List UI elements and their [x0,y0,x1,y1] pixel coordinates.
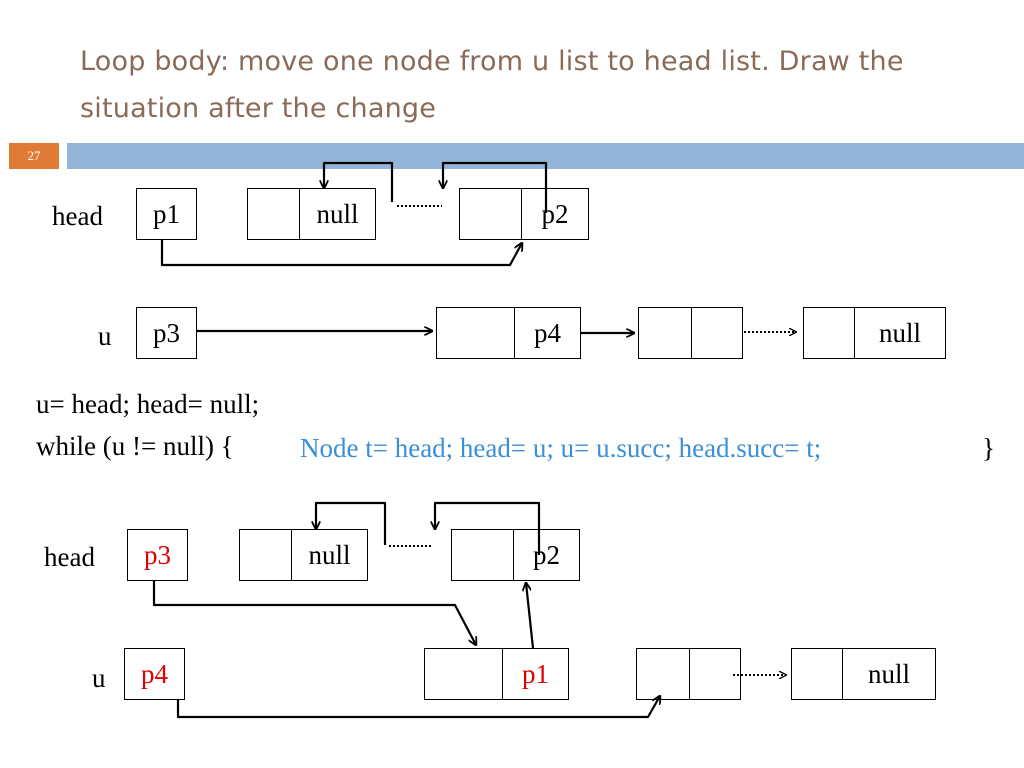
top-node-e-right: null [854,308,945,358]
bottom-arrow-into-mid-node [435,501,541,555]
bottom-head-label: head [44,542,95,572]
code-loop-body: Node t= head; head= u; u= u.succ; head.s… [300,433,822,463]
bottom-node-d [636,648,741,700]
top-node-a-right: null [299,189,375,239]
top-node-c: p4 [436,307,581,359]
bottom-head-var-value: p3 [144,539,171,570]
top-u-var-value: p3 [153,317,180,348]
top-node-d [638,307,743,359]
top-arrow-into-null-node [324,161,394,202]
bottom-node-b-right: p2 [513,530,579,580]
top-node-b: p2 [459,188,589,240]
bottom-node-e: null [791,648,936,700]
code-while-prefix: while (u != null) { [36,431,234,461]
bottom-node-a: null [239,529,368,581]
top-head-var-value: p1 [153,198,180,229]
code-close-brace: } [982,433,995,463]
top-head-label: head [52,201,103,231]
bottom-arrow-into-null-node [316,501,387,545]
bottom-head-var-box: p3 [127,529,188,581]
top-arrow-head-to-p2-node [160,240,522,267]
bottom-node-c: p1 [424,648,569,700]
top-node-d-right [691,308,742,358]
top-head-var-box: p1 [136,188,197,240]
code-line-2: while (u != null) { [36,430,234,462]
bottom-arrow-u-to-next [176,696,660,719]
bottom-arrow-p1-to-p2-node [526,583,535,649]
bottom-u-var-box: p4 [124,648,185,700]
bottom-node-a-right: null [291,530,367,580]
bottom-arrow-head-to-p1-node [152,581,476,645]
bottom-node-b: p2 [451,529,580,581]
top-node-a: null [247,188,376,240]
top-u-label: u [98,321,112,351]
bottom-u-var-value: p4 [141,658,168,689]
slide-title: Loop body: move one node from u list to … [80,46,904,124]
top-u-var-box: p3 [136,307,197,359]
bottom-node-d-right [689,649,740,699]
top-arrow-into-mid-node [443,161,548,213]
code-line-1: u= head; head= null; [36,389,260,419]
bottom-node-e-right: null [842,649,935,699]
top-node-c-right: p4 [514,308,580,358]
page-number: 27 [9,143,59,169]
top-node-e: null [803,307,946,359]
bottom-u-label: u [92,663,106,693]
bottom-node-c-right: p1 [502,649,568,699]
